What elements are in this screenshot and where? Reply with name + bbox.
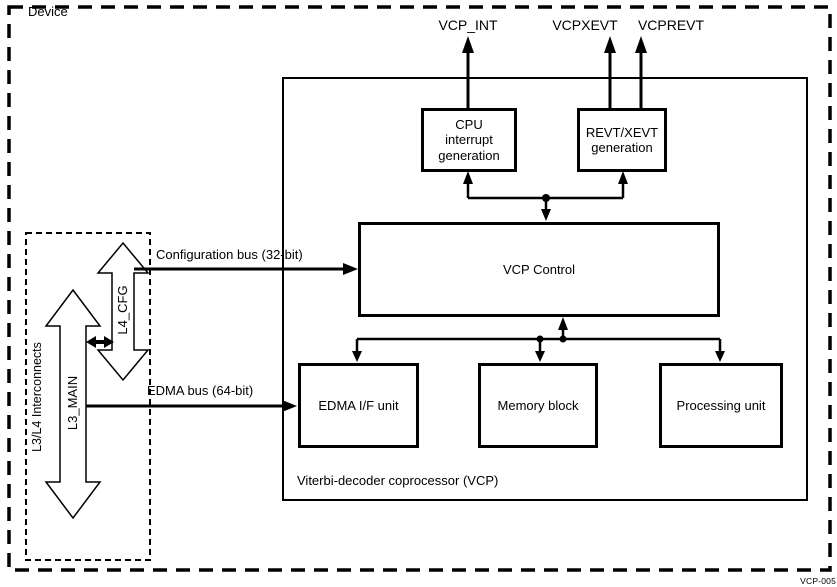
device-dashed-border	[7, 5, 832, 572]
control-to-units-connector	[352, 317, 725, 362]
revt-xevt-generation-block: REVT/XEVT generation	[577, 108, 667, 172]
edma-bus-label: EDMA bus (64-bit)	[147, 383, 254, 398]
vcprevt-signal-label: VCPREVT	[637, 17, 705, 33]
vcpxevt-signal-label: VCPXEVT	[552, 17, 618, 33]
figure-id: VCP-005	[800, 576, 836, 586]
l3-main-double-arrow	[44, 288, 102, 520]
vcprevt-arrow	[635, 36, 647, 108]
l3-main-label: L3_MAIN	[64, 375, 80, 431]
cpu-interrupt-generation-block: CPU interrupt generation	[421, 108, 517, 172]
memory-block-label: Memory block	[497, 397, 579, 413]
processing-unit-label: Processing unit	[676, 397, 766, 413]
edma-if-unit-label: EDMA I/F unit	[318, 397, 399, 413]
l3l4-dashed-box	[25, 232, 151, 561]
revt-xevt-generation-label: REVT/XEVT generation	[585, 124, 659, 155]
vcpxevt-arrow	[604, 36, 616, 108]
l3l4-interconnects-label: L3/L4 Interconnects	[30, 342, 45, 452]
l4-cfg-double-arrow	[96, 241, 150, 382]
memory-block-block: Memory block	[478, 363, 598, 448]
vcp-control-label: VCP Control	[502, 261, 575, 277]
config-bus-label: Configuration bus (32-bit)	[156, 247, 303, 262]
vcp-caption: Viterbi-decoder coprocessor (VCP)	[297, 473, 499, 488]
device-label: Device	[28, 4, 68, 19]
vcp-outline-box	[282, 77, 808, 501]
vcp-control-block: VCP Control	[358, 222, 720, 317]
l4-cfg-label: L4_CFG	[114, 285, 130, 335]
control-to-generators-connector	[463, 171, 628, 221]
vcp-int-arrow	[462, 36, 474, 108]
config-bus-arrow	[134, 263, 358, 275]
cpu-interrupt-generation-label: CPU interrupt generation	[438, 117, 500, 163]
processing-unit-block: Processing unit	[659, 363, 783, 448]
vcp-int-signal-label: VCP_INT	[438, 17, 498, 33]
l3-l4-link-arrow	[86, 336, 114, 348]
edma-bus-arrow	[86, 400, 297, 412]
edma-if-unit-block: EDMA I/F unit	[298, 363, 419, 448]
